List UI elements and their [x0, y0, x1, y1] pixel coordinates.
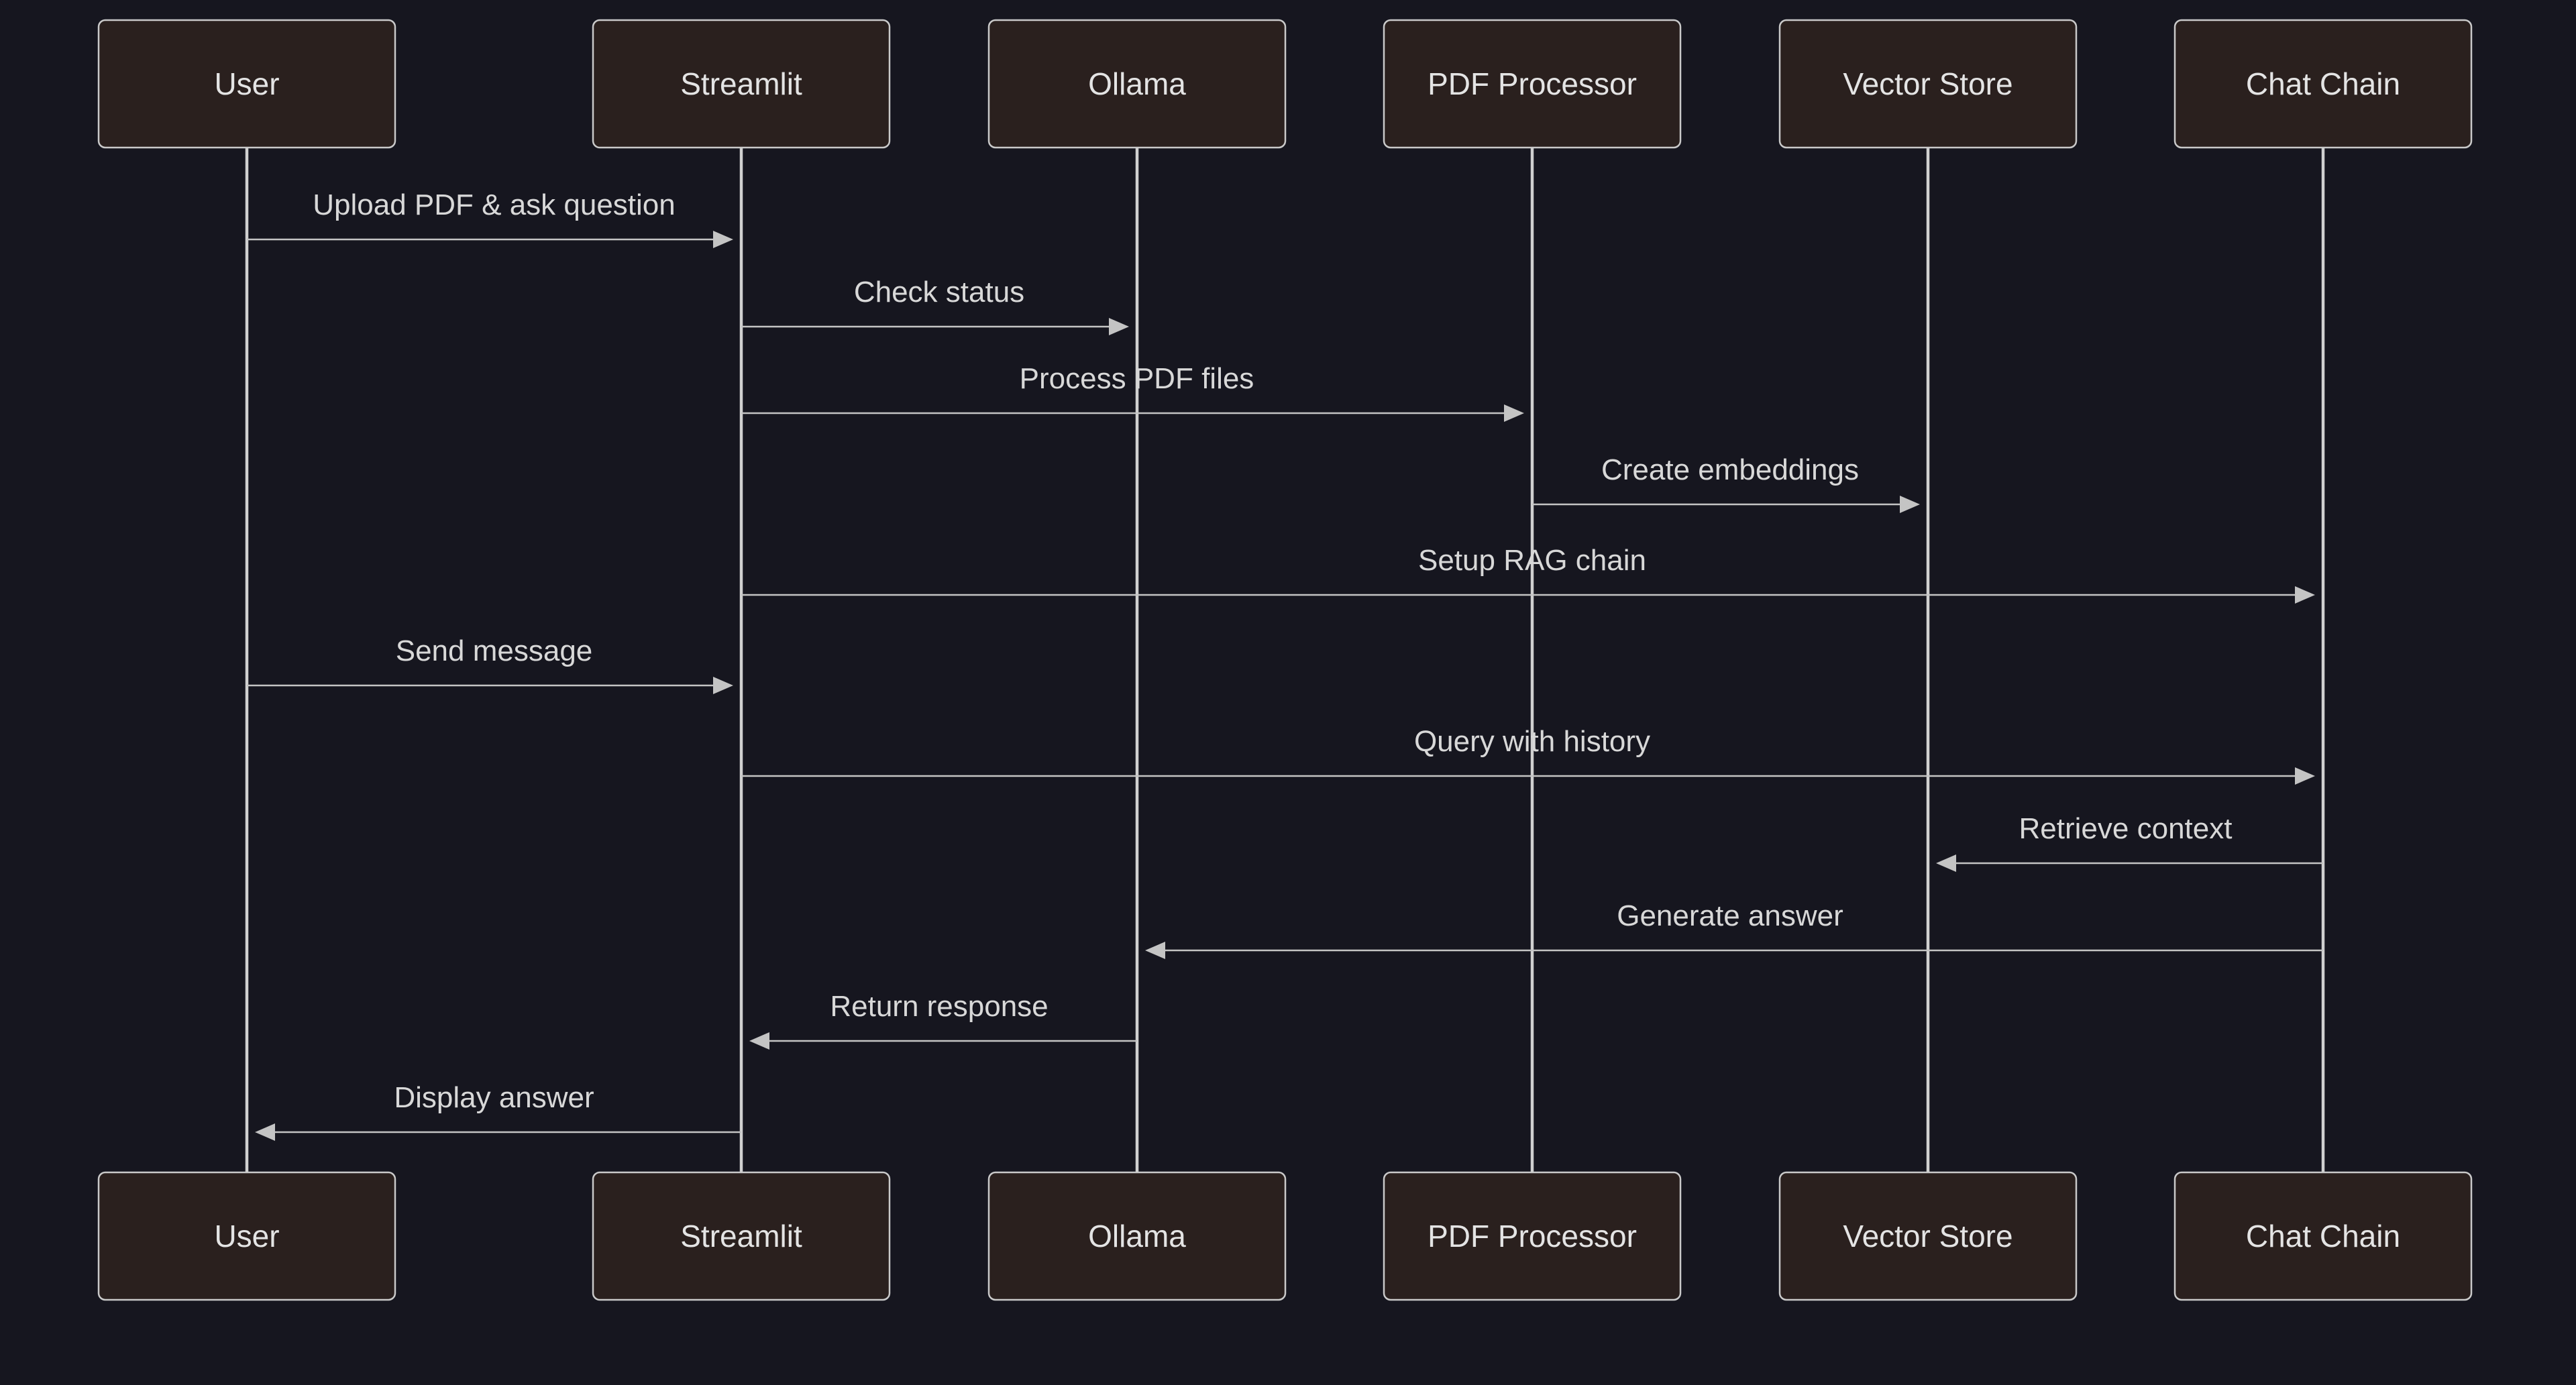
participant-user-bottom: User [97, 1171, 396, 1301]
participant-ollama-top: Ollama [987, 19, 1287, 149]
participant-chat-chain-bottom: Chat Chain [2174, 1171, 2473, 1301]
participant-label: User [214, 66, 279, 101]
participant-box [987, 1171, 1287, 1301]
participants-top: User Streamlit Ollama PDF Processor Vector S… [97, 19, 2473, 149]
participant-label: Chat Chain [2246, 1219, 2400, 1254]
arrowhead-icon [255, 1123, 275, 1141]
message-label: Return response [830, 990, 1048, 1023]
participant-box [97, 19, 396, 149]
arrowhead-icon [1145, 942, 1165, 959]
participant-streamlit-bottom: Streamlit [592, 1171, 891, 1301]
participant-box [592, 1171, 891, 1301]
message-4: Create embeddings [1532, 453, 1920, 513]
participant-vector-store-bottom: Vector Store [1778, 1171, 2078, 1301]
participant-label: Ollama [1088, 1219, 1186, 1254]
participant-pdf-processor-bottom: PDF Processor [1383, 1171, 1682, 1301]
participant-label: User [214, 1219, 279, 1254]
participant-label: Streamlit [680, 1219, 802, 1254]
arrowhead-icon [1900, 496, 1920, 513]
participant-ollama-bottom: Ollama [987, 1171, 1287, 1301]
message-2: Check status [741, 276, 1129, 335]
message-label: Setup RAG chain [1418, 544, 1646, 577]
message-8: Retrieve context [1936, 812, 2323, 872]
participant-label: Vector Store [1843, 1219, 2012, 1254]
participant-box [987, 19, 1287, 149]
participant-box [97, 1171, 396, 1301]
participant-pdf-processor-top: PDF Processor [1383, 19, 1682, 149]
participant-box [1778, 19, 2078, 149]
participant-label: PDF Processor [1428, 1219, 1637, 1254]
message-5: Setup RAG chain [741, 544, 2315, 604]
message-label: Retrieve context [2019, 812, 2233, 845]
participant-label: Ollama [1088, 66, 1186, 101]
participant-box [2174, 19, 2473, 149]
participant-user-top: User [97, 19, 396, 149]
message-9: Generate answer [1145, 899, 2323, 959]
participant-label: Vector Store [1843, 66, 2012, 101]
participants-bottom: User Streamlit Ollama PDF Processor Vector S… [97, 1171, 2473, 1301]
participant-box [2174, 1171, 2473, 1301]
message-10: Return response [749, 990, 1137, 1050]
message-1: Upload PDF & ask question [247, 188, 733, 248]
participant-label: Streamlit [680, 66, 802, 101]
message-label: Send message [396, 634, 593, 667]
participant-box [592, 19, 891, 149]
message-label: Process PDF files [1020, 362, 1254, 395]
message-6: Send message [247, 634, 733, 694]
participant-label: PDF Processor [1428, 66, 1637, 101]
arrowhead-icon [1109, 318, 1129, 335]
message-label: Query with history [1414, 725, 1650, 758]
arrowhead-icon [1936, 854, 1956, 872]
participant-label: Chat Chain [2246, 66, 2400, 101]
participant-box [1778, 1171, 2078, 1301]
message-label: Check status [854, 276, 1024, 309]
participant-streamlit-top: Streamlit [592, 19, 891, 149]
message-7: Query with history [741, 725, 2315, 785]
arrowhead-icon [713, 231, 733, 248]
lifelines [245, 148, 2325, 1172]
message-3: Process PDF files [741, 362, 1524, 422]
arrowhead-icon [2295, 586, 2315, 604]
arrowhead-icon [2295, 767, 2315, 785]
message-label: Upload PDF & ask question [313, 188, 676, 221]
message-label: Create embeddings [1601, 453, 1859, 486]
arrowhead-icon [749, 1032, 769, 1050]
message-11: Display answer [255, 1081, 741, 1141]
participant-chat-chain-top: Chat Chain [2174, 19, 2473, 149]
arrowhead-icon [1504, 404, 1524, 422]
participant-box [1383, 1171, 1682, 1301]
arrowhead-icon [713, 677, 733, 694]
participant-box [1383, 19, 1682, 149]
message-label: Generate answer [1617, 899, 1843, 932]
message-label: Display answer [394, 1081, 594, 1114]
participant-vector-store-top: Vector Store [1778, 19, 2078, 149]
